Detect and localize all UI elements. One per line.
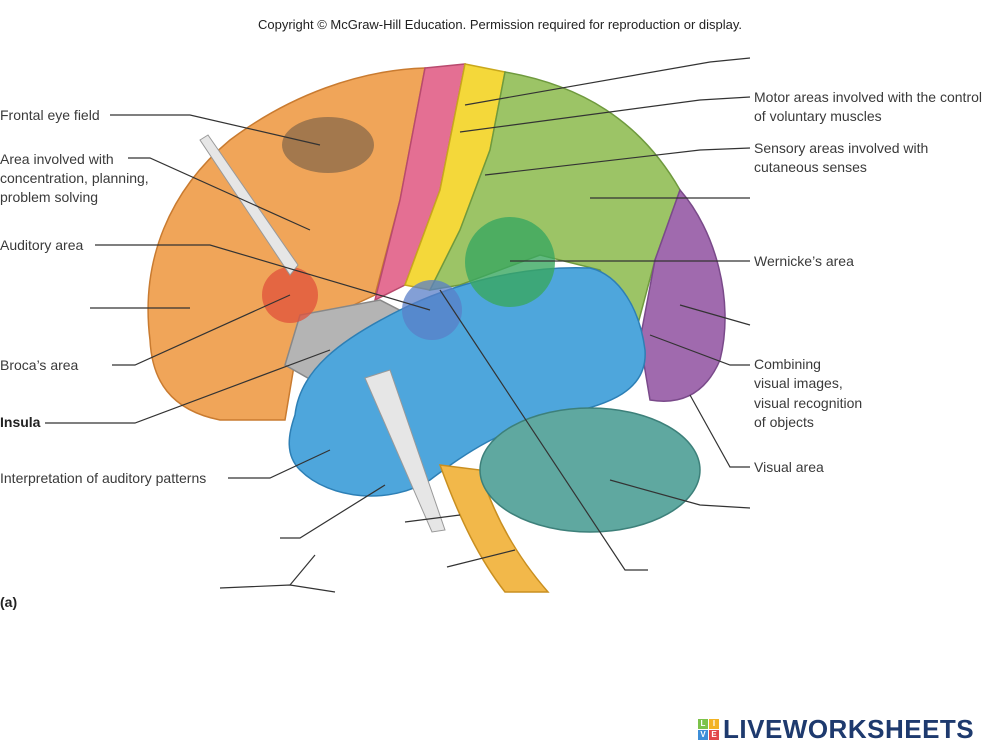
- blank-label-line: [439, 289, 648, 571]
- label-sensory-line1: Sensory areas involved with: [754, 140, 929, 156]
- leader-line: [459, 96, 751, 133]
- cerebellum: [479, 407, 701, 533]
- brain-illustration: [147, 63, 726, 593]
- leader-line: [45, 349, 331, 424]
- label-motor-line1: Motor areas involved with the control: [754, 89, 982, 105]
- leader-lines: [45, 57, 751, 593]
- label-sensory-line2: cutaneous senses: [754, 159, 867, 175]
- blank-label-line: [404, 514, 461, 523]
- label-insula: Insula: [0, 414, 41, 430]
- label-visual-area: Visual area: [754, 459, 824, 475]
- wernickes-area-region: [465, 217, 555, 307]
- label-interpretation-auditory: Interpretation of auditory patterns: [0, 470, 207, 486]
- leader-line: [484, 147, 751, 176]
- label-combining-line2: visual images,: [754, 375, 843, 391]
- leader-line: [110, 114, 321, 146]
- label-concentration-line3: problem solving: [0, 189, 99, 205]
- blank-label-line: [609, 479, 751, 509]
- label-frontal-eye-field: Frontal eye field: [0, 107, 100, 123]
- blank-label-line: [289, 554, 316, 586]
- blank-label-line: [464, 57, 751, 106]
- forceps-probe: [364, 369, 446, 533]
- leader-line: [95, 244, 431, 311]
- blank-label-line: [280, 484, 386, 539]
- copyright-notice: Copyright © McGraw-Hill Education. Permi…: [257, 17, 743, 32]
- label-motor-line2: of voluntary muscles: [754, 108, 882, 124]
- leader-line: [112, 294, 291, 366]
- forceps-probe: [199, 134, 299, 276]
- figure-tag: (a): [0, 594, 18, 610]
- label-combining-line3: visual recognition: [754, 395, 863, 411]
- blank-label-line: [446, 549, 516, 568]
- logo-text: LIVEWORKSHEETS: [723, 714, 975, 744]
- label-concentration-line2: concentration, planning,: [0, 170, 149, 186]
- leader-line: [128, 157, 311, 231]
- leader-line: [649, 334, 750, 366]
- occipital-lobe: [639, 188, 726, 402]
- label-wernickes-area: Wernicke’s area: [754, 253, 854, 269]
- label-concentration-line1: Area involved with: [0, 151, 114, 167]
- liveworksheets-logo: L I V E LIVEWORKSHEETS: [698, 714, 974, 745]
- blank-label-line: [679, 304, 751, 326]
- brainstem: [438, 464, 550, 593]
- logo-cube-icon: L I V E: [698, 719, 719, 740]
- auditory-area-region: [402, 280, 462, 340]
- blank-label-line: [219, 584, 336, 593]
- label-brocas-area: Broca’s area: [0, 357, 79, 373]
- label-auditory-area: Auditory area: [0, 237, 84, 253]
- leader-line: [228, 449, 331, 479]
- label-combining-line4: of objects: [754, 414, 814, 430]
- leader-line: [689, 394, 750, 468]
- label-combining-line1: Combining: [754, 356, 821, 372]
- frontal-eye-field-region: [282, 117, 374, 173]
